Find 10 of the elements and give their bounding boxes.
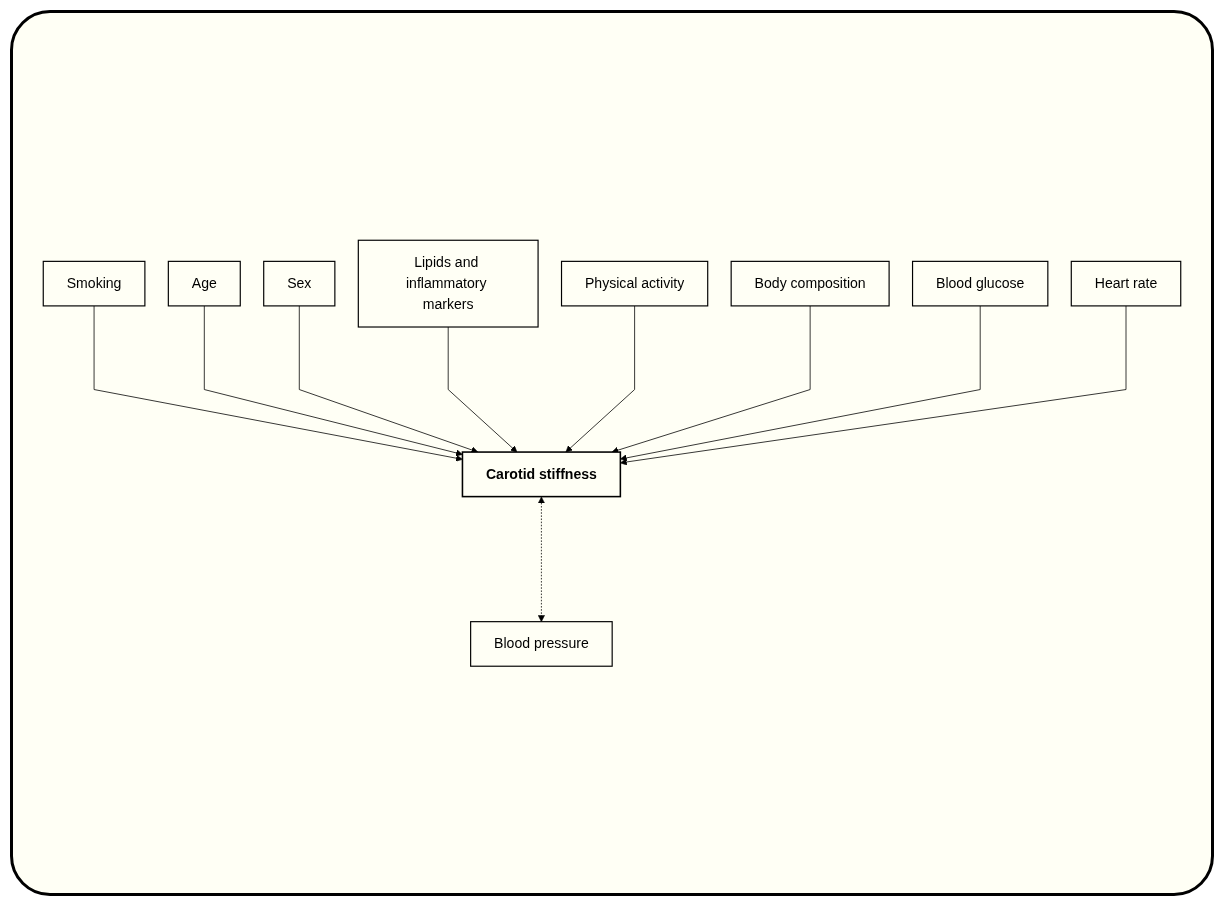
node-box: Carotid stiffness	[461, 451, 622, 498]
node-box: Blood pressure	[470, 620, 613, 667]
node-box: Blood glucose	[911, 260, 1049, 307]
node-box: Physical activity	[560, 260, 709, 307]
node-box: Heart rate	[1070, 260, 1182, 307]
node-box: Sex	[263, 260, 336, 307]
node-box: Age	[167, 260, 241, 307]
node-box: Body composition	[730, 260, 890, 307]
node-box: Lipids and inflammatory markers	[357, 239, 539, 328]
node-box: Smoking	[42, 260, 146, 307]
